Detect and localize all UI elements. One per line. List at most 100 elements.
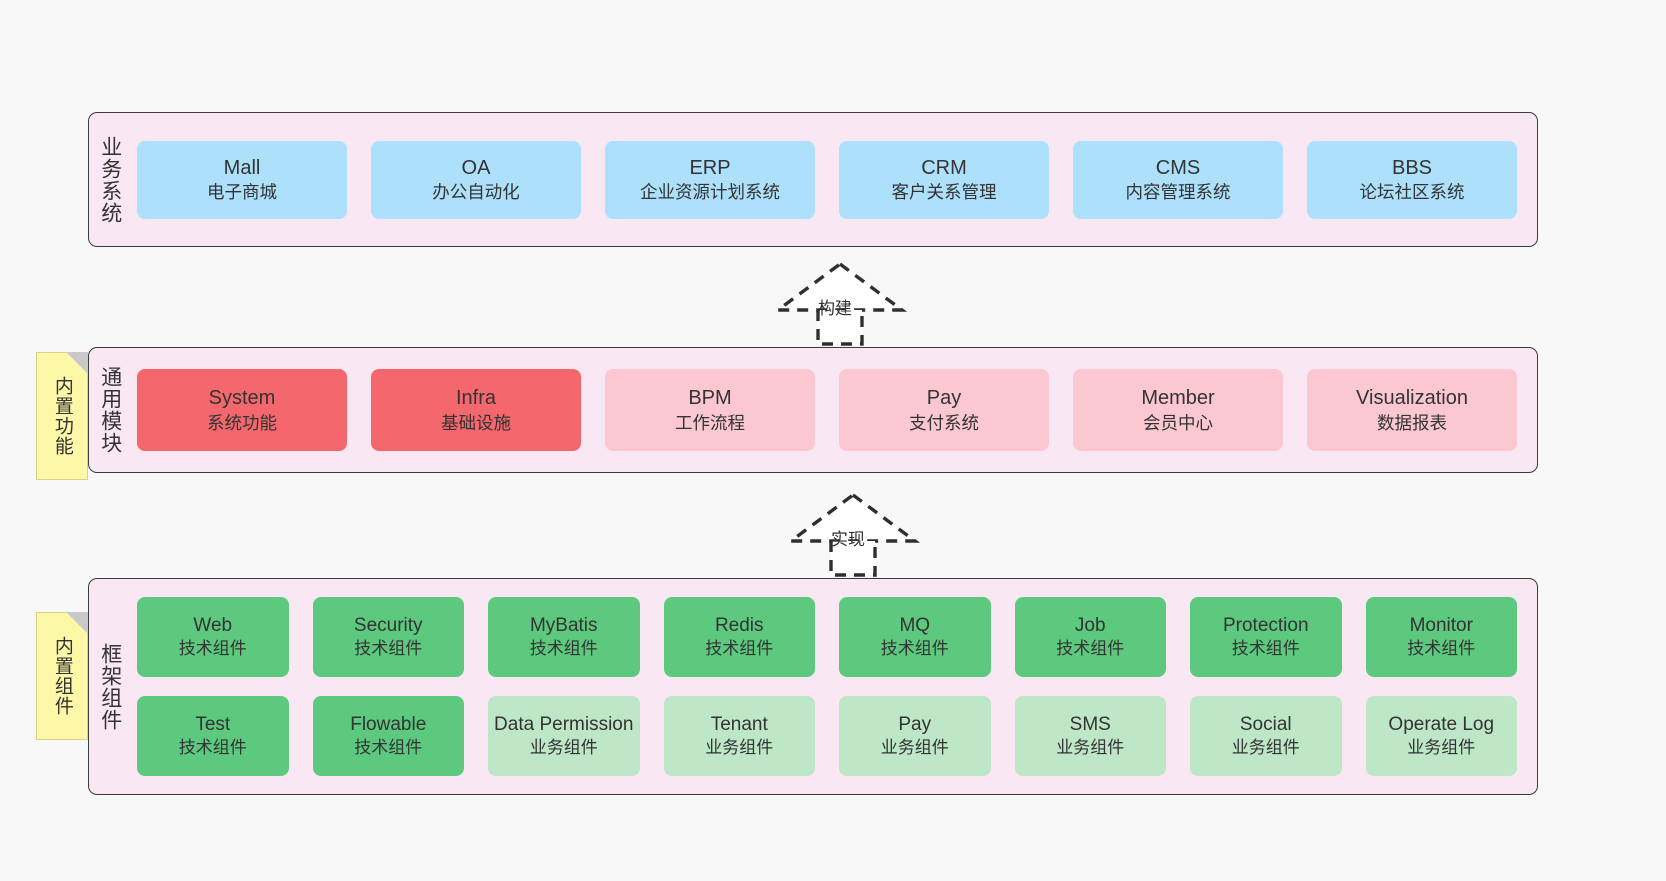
node-title: Web [193,614,233,636]
node-oa[interactable]: OA 办公自动化 [371,140,581,219]
node-visualization[interactable]: Visualization 数据报表 [1307,369,1517,451]
node-title: Infra [455,387,497,409]
node-subtitle: 客户关系管理 [891,182,997,203]
layer-business-systems: 业务系统 Mall 电子商城 OA 办公自动化 ERP 企业资源计划系统 CRM [88,112,1538,247]
node-title: Job [1074,614,1106,636]
node-subtitle: 技术组件 [1231,639,1300,659]
node-subtitle: 业务组件 [1231,738,1300,758]
node-subtitle: 基础设施 [441,412,511,433]
node-pay-component[interactable]: Pay 业务组件 [839,696,991,776]
node-title: CRM [921,156,967,179]
node-mall[interactable]: Mall 电子商城 [137,140,347,219]
connector-shaft [829,541,877,577]
node-bpm[interactable]: BPM 工作流程 [605,369,815,451]
node-subtitle: 技术组件 [705,639,774,659]
sticky-note-builtin-feature: 内置功能 [36,352,88,480]
framework-tech-row: Web 技术组件 Security 技术组件 MyBatis 技术组件 Redi… [137,597,1517,677]
node-subtitle: 业务组件 [880,738,949,758]
node-sms[interactable]: SMS 业务组件 [1014,696,1166,776]
node-title: Redis [714,614,764,636]
layer-body-business-systems: Mall 电子商城 OA 办公自动化 ERP 企业资源计划系统 CRM 客户关系… [131,113,1537,246]
connector-label-build: 构建 [818,299,852,318]
node-tenant[interactable]: Tenant 业务组件 [663,696,815,776]
layer-common-modules: 通用模块 System 系统功能 Infra 基础设施 BPM 工作流程 Pay [88,347,1538,473]
node-title: Security [353,614,423,636]
node-subtitle: 支付系统 [909,412,979,433]
node-subtitle: 技术组件 [354,639,423,659]
layer-body-common-modules: System 系统功能 Infra 基础设施 BPM 工作流程 Pay 支付系统… [131,348,1537,472]
node-subtitle: 业务组件 [1407,738,1476,758]
node-subtitle: 技术组件 [354,738,423,758]
node-subtitle: 电子商城 [207,182,277,203]
node-bbs[interactable]: BBS 论坛社区系统 [1307,140,1517,219]
sticky-note-builtin-component: 内置组件 [36,612,88,740]
node-data-permission[interactable]: Data Permission 业务组件 [488,696,640,776]
layer-title-business-systems: 业务系统 [98,135,122,224]
node-erp[interactable]: ERP 企业资源计划系统 [605,140,815,219]
node-title: SMS [1069,713,1111,735]
node-subtitle: 技术组件 [1407,639,1476,659]
node-title: BPM [688,387,732,409]
node-title: System [208,387,276,409]
node-title: MyBatis [529,614,598,636]
node-crm[interactable]: CRM 客户关系管理 [839,140,1049,219]
node-title: BBS [1391,156,1433,179]
node-subtitle: 业务组件 [1056,738,1125,758]
connector-label-implement: 实现 [831,530,865,549]
node-title: Pay [898,713,932,735]
node-cms[interactable]: CMS 内容管理系统 [1073,140,1283,219]
node-job[interactable]: Job 技术组件 [1014,597,1166,677]
connector-build: 构建 [752,258,928,346]
node-system[interactable]: System 系统功能 [137,369,347,451]
node-operate-log[interactable]: Operate Log 业务组件 [1365,696,1517,776]
node-member[interactable]: Member 会员中心 [1073,369,1283,451]
node-title: Pay [926,387,962,409]
node-redis[interactable]: Redis 技术组件 [663,597,815,677]
node-title: Test [195,713,231,735]
layer-framework-components: 框架组件 Web 技术组件 Security 技术组件 MyBatis 技术组件… [88,578,1538,795]
node-test[interactable]: Test 技术组件 [137,696,289,776]
node-title: Mall [223,156,261,179]
node-title: Tenant [710,713,768,735]
node-title: ERP [689,156,731,179]
node-subtitle: 系统功能 [207,412,277,433]
node-pay-module[interactable]: Pay 支付系统 [839,369,1049,451]
layer-title-framework-components: 框架组件 [98,642,122,731]
node-subtitle: 论坛社区系统 [1359,182,1465,203]
node-title: Operate Log [1388,713,1495,735]
node-subtitle: 办公自动化 [432,182,520,203]
node-subtitle: 工作流程 [675,412,745,433]
node-subtitle: 技术组件 [178,639,247,659]
node-title: Member [1141,387,1215,409]
node-subtitle: 会员中心 [1143,412,1213,433]
framework-business-row: Test 技术组件 Flowable 技术组件 Data Permission … [137,696,1517,776]
node-monitor[interactable]: Monitor 技术组件 [1365,597,1517,677]
node-subtitle: 技术组件 [1056,639,1125,659]
layer-body-framework-components: Web 技术组件 Security 技术组件 MyBatis 技术组件 Redi… [131,579,1537,794]
business-systems-row: Mall 电子商城 OA 办公自动化 ERP 企业资源计划系统 CRM 客户关系… [137,140,1517,219]
node-title: Data Permission [494,713,634,735]
node-title: Social [1239,713,1292,735]
node-subtitle: 技术组件 [529,639,598,659]
node-security[interactable]: Security 技术组件 [312,597,464,677]
node-subtitle: 业务组件 [529,738,598,758]
connector-implement: 实现 [765,489,941,577]
node-protection[interactable]: Protection 技术组件 [1190,597,1342,677]
node-title: Protection [1222,614,1309,636]
node-mq[interactable]: MQ 技术组件 [839,597,991,677]
node-title: CMS [1155,156,1201,179]
node-social[interactable]: Social 业务组件 [1190,696,1342,776]
connector-shaft [816,310,864,346]
node-title: MQ [899,614,931,636]
node-title: OA [461,156,491,179]
node-web[interactable]: Web 技术组件 [137,597,289,677]
node-subtitle: 技术组件 [880,639,949,659]
node-mybatis[interactable]: MyBatis 技术组件 [488,597,640,677]
node-infra[interactable]: Infra 基础设施 [371,369,581,451]
node-flowable[interactable]: Flowable 技术组件 [312,696,464,776]
node-title: Flowable [350,713,427,735]
node-subtitle: 业务组件 [705,738,774,758]
node-subtitle: 内容管理系统 [1125,182,1231,203]
node-subtitle: 技术组件 [178,738,247,758]
